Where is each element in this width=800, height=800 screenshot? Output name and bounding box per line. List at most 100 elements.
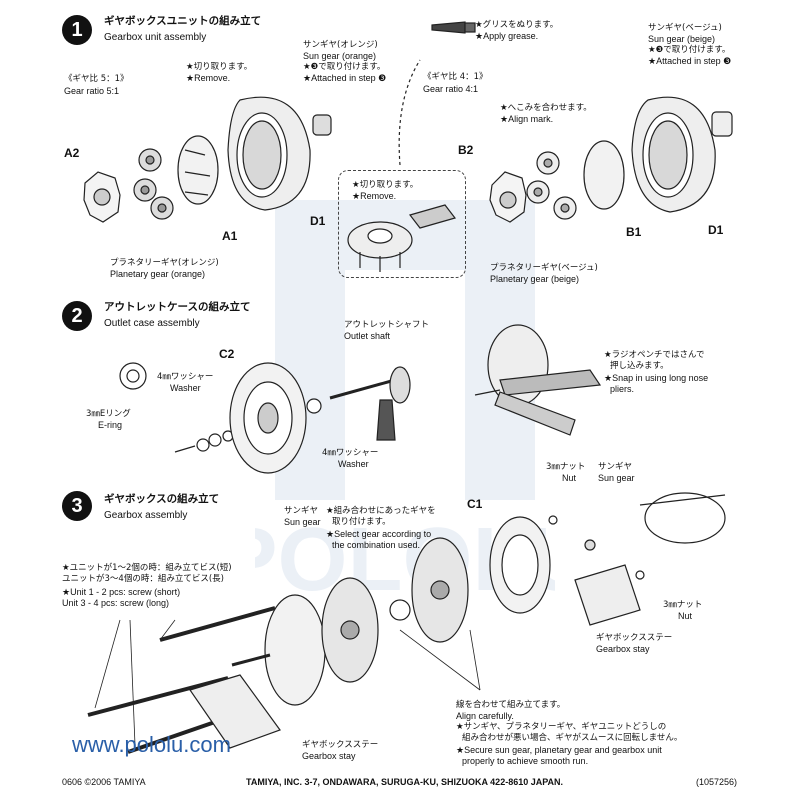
footer-copyright: 0606 ©2006 TAMIYA xyxy=(62,777,146,787)
sun-gear-step3-jp: サンギヤ xyxy=(284,506,319,516)
attach-step3-2-jp: ★❸で取り付けます。 xyxy=(648,45,731,55)
c1-motor-mount xyxy=(489,516,551,614)
b1-carrier-part xyxy=(583,140,625,210)
attach-step3-2-en: ★Attached in step ❸ xyxy=(648,56,732,66)
outlet-shaft-jp: アウトレットシャフト xyxy=(344,320,430,330)
grease-tube-icon xyxy=(431,21,476,34)
planetary-beige-en: Planetary gear (beige) xyxy=(490,274,580,284)
part-label-b2: B2 xyxy=(458,143,474,157)
screw-note-jp-1: ★ユニットが1〜2個の時：組み立てビス(短) xyxy=(62,563,232,573)
screw-note-jp-2: ユニットが3〜4個の時：組み立てビス(長) xyxy=(62,574,224,584)
gear-ratio-5-1-en: Gear ratio 5:1 xyxy=(64,86,120,96)
snap-note-en-1: ★Snap in using long nose xyxy=(604,373,709,383)
pliers-drawing xyxy=(474,324,602,436)
screw-note-en-2: Unit 3 - 4 pcs: screw (long) xyxy=(62,598,170,608)
screw-note-en-1: ★Unit 1 - 2 pcs: screw (short) xyxy=(62,587,181,597)
attach-step3-jp: ★❸で取り付けます。 xyxy=(303,62,386,72)
align-mark-en: ★Align mark. xyxy=(500,114,554,124)
secure-note-en-2: properly to achieve smooth run. xyxy=(462,756,589,766)
secure-note-en-1: ★Secure sun gear, planetary gear and gea… xyxy=(456,745,662,755)
planetary-gears-beige xyxy=(526,151,577,220)
gearbox-unit-1 xyxy=(321,577,379,683)
attach-step3-en: ★Attached in step ❸ xyxy=(303,73,387,83)
part-label-c2: C2 xyxy=(219,347,235,361)
washer-bottom-jp: 4㎜ワッシャー xyxy=(322,448,379,458)
gearbox-stay-bottom-jp: ギヤボックスステー xyxy=(302,740,379,750)
part-label-d1-left: D1 xyxy=(310,214,326,228)
align-carefully-jp: 線を合わせて組み立てます。 xyxy=(456,700,566,710)
sun-gear-beige-small xyxy=(711,111,733,137)
select-gear-jp-1: ★組み合わせにあったギヤを xyxy=(326,506,436,516)
e-ring-en: E-ring xyxy=(98,420,123,430)
planetary-beige-jp: プラネタリーギヤ(ベージュ) xyxy=(490,263,598,273)
outlet-shaft-en: Outlet shaft xyxy=(344,331,391,341)
part-label-a2: A2 xyxy=(64,146,80,160)
gearbox-stay-right-en: Gearbox stay xyxy=(596,644,650,654)
b2-carrier-part xyxy=(489,171,527,223)
callout-lines xyxy=(94,619,481,746)
select-gear-jp-2: 取り付けます。 xyxy=(332,517,391,527)
step-1-title-jp: ギヤボックスユニットの組み立て xyxy=(104,15,262,27)
nut-right-en: Nut xyxy=(678,611,693,621)
planetary-gears-orange xyxy=(133,148,174,220)
grease-tube-step2 xyxy=(376,399,396,441)
step-2-title-en: Outlet case assembly xyxy=(104,318,200,329)
motor-drawing xyxy=(639,492,726,544)
gear-ratio-5-1-jp: 《ギヤ比 5：1》 xyxy=(64,74,129,84)
washer-top-part xyxy=(119,362,147,390)
long-screw-2 xyxy=(87,676,229,717)
planetary-orange-jp: プラネタリーギヤ(オレンジ) xyxy=(110,258,219,268)
part-label-d1-right: D1 xyxy=(708,223,724,237)
select-gear-en-2: the combination used. xyxy=(332,540,421,550)
washer-bottom-en: Washer xyxy=(338,459,369,469)
step-1-badge: 1 xyxy=(62,15,92,45)
footer-address: TAMIYA, INC. 3-7, ONDAWARA, SURUGA-KU, S… xyxy=(246,777,564,787)
part-label-b1: B1 xyxy=(626,225,642,239)
sun-gear-orange-jp: サンギヤ(オレンジ) xyxy=(303,40,378,50)
nuts-small xyxy=(548,515,645,580)
washer-top-jp: 4㎜ワッシャー xyxy=(157,372,214,382)
snap-note-en-2: pliers. xyxy=(610,384,635,394)
remove-note-jp: ★切り取ります。 xyxy=(186,62,253,72)
gear-ratio-4-1-en: Gear ratio 4:1 xyxy=(423,84,479,94)
snap-note-jp-1: ★ラジオペンチではさんで xyxy=(604,350,705,360)
step-3-title-jp: ギヤボックスの組み立て xyxy=(104,493,220,505)
apply-grease-en: ★Apply grease. xyxy=(475,31,539,41)
footer-part-number: (1057256) xyxy=(696,777,738,787)
a1-carrier-part xyxy=(177,135,219,205)
sun-gear-beige-en: Sun gear (beige) xyxy=(648,34,716,44)
remove-note-en: ★Remove. xyxy=(186,73,231,83)
nut-top-en: Nut xyxy=(562,473,577,483)
pololu-url-watermark: www.pololu.com xyxy=(72,732,231,757)
step-2-title-jp: アウトレットケースの組み立て xyxy=(104,301,251,313)
sun-gear-right-en: Sun gear xyxy=(598,473,635,483)
step-3-title-en: Gearbox assembly xyxy=(104,510,188,521)
snap-note-jp-2: 押し込みます。 xyxy=(610,361,669,371)
gear-ratio-4-1-jp: 《ギヤ比 4：1》 xyxy=(423,72,488,82)
align-carefully-en: Align carefully. xyxy=(456,711,514,721)
e-ring-washers xyxy=(196,430,234,452)
select-gear-en-1: ★Select gear according to xyxy=(326,529,432,539)
secure-note-jp-2: 組み合わせが悪い場合、ギヤがスムースに回転しません。 xyxy=(462,733,683,743)
remove-inset-box xyxy=(338,170,466,278)
nut-right-jp: 3㎜ナット xyxy=(663,600,703,610)
sun-gear-orange-small xyxy=(312,114,332,136)
step-3-badge: 3 xyxy=(62,491,92,521)
inset-carrier-drawing xyxy=(347,204,457,272)
gearbox-stay-right-jp: ギヤボックスステー xyxy=(596,633,673,643)
inset-remove-jp: ★切り取ります。 xyxy=(352,180,419,190)
step-2-badge: 2 xyxy=(62,301,92,331)
inset-remove-en: ★Remove. xyxy=(352,191,397,201)
insert-arrow xyxy=(174,445,196,453)
sun-gear-beige-jp: サンギヤ(ベージュ) xyxy=(648,23,722,33)
part-label-a1: A1 xyxy=(222,229,238,243)
washer-top-en: Washer xyxy=(170,383,201,393)
step-1-title-en: Gearbox unit assembly xyxy=(104,32,207,43)
apply-grease-jp: ★グリスをぬります。 xyxy=(475,20,559,30)
e-ring-jp: 3㎜Eリング xyxy=(86,409,131,419)
planetary-orange-en: Planetary gear (orange) xyxy=(110,269,206,279)
outlet-shaft-part xyxy=(329,366,411,404)
gearbox-stay-bottom-en: Gearbox stay xyxy=(302,751,356,761)
